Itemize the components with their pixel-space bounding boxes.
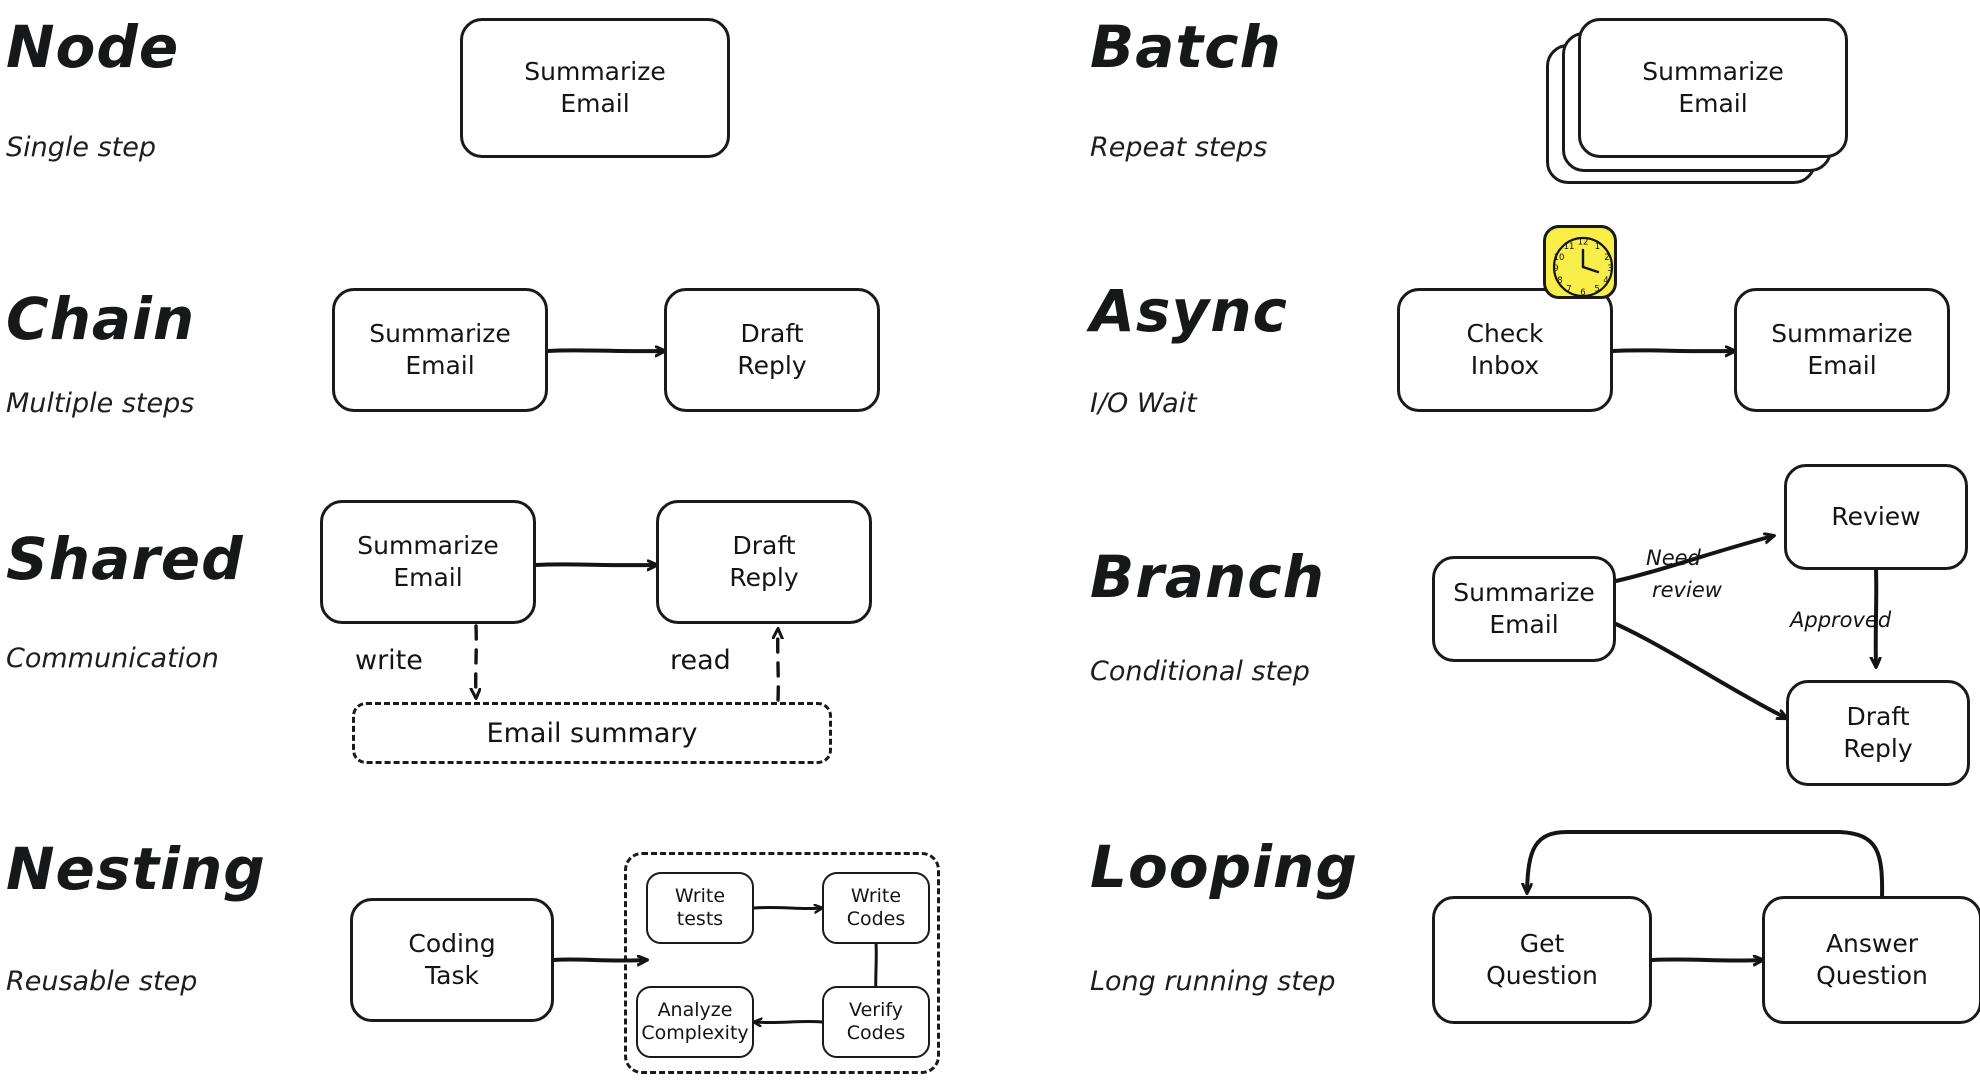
- clock-icon: 12 1 2 3 4 5 6 7 8 9 10 11: [1543, 225, 1617, 299]
- node-line: tests: [676, 908, 724, 930]
- edge-label-read: read: [670, 645, 731, 676]
- node-line: Summarize: [357, 531, 499, 560]
- node-line: Task: [425, 961, 479, 990]
- node-write-codes[interactable]: Write Codes: [822, 872, 930, 944]
- node-get-question[interactable]: Get Question: [1432, 896, 1652, 1024]
- svg-text:7: 7: [1566, 285, 1571, 295]
- svg-text:4: 4: [1603, 276, 1608, 286]
- section-subtitle-node: Single step: [6, 132, 156, 163]
- node-line: Reply: [729, 563, 799, 592]
- node-draft-reply-chain[interactable]: Draft Reply: [664, 288, 880, 412]
- node-line: Summarize: [524, 57, 666, 86]
- node-coding-task[interactable]: Coding Task: [350, 898, 554, 1022]
- svg-text:10: 10: [1554, 253, 1565, 263]
- node-summarize-email-async[interactable]: Summarize Email: [1734, 288, 1950, 412]
- node-line: Write: [674, 884, 726, 907]
- section-subtitle-async: I/O Wait: [1090, 388, 1197, 419]
- section-subtitle-chain: Multiple steps: [6, 388, 195, 419]
- node-write-tests[interactable]: Write tests: [646, 872, 754, 944]
- node-draft-reply-branch[interactable]: Draft Reply: [1786, 680, 1970, 786]
- node-line: Review: [1831, 502, 1921, 531]
- edge-label-write: write: [355, 645, 423, 676]
- node-line: Codes: [846, 908, 906, 930]
- node-summarize-email[interactable]: Summarize Email: [460, 18, 730, 158]
- node-verify-codes[interactable]: Verify Codes: [822, 986, 930, 1058]
- node-review[interactable]: Review: [1784, 464, 1968, 570]
- node-line: Email: [1489, 610, 1559, 639]
- nesting-subflow-container: [624, 852, 940, 1074]
- section-subtitle-batch: Repeat steps: [1090, 132, 1268, 163]
- node-line: Summarize: [369, 319, 511, 348]
- node-line: Draft: [1846, 702, 1910, 731]
- node-line: Email: [1807, 351, 1877, 380]
- node-line: Draft: [740, 319, 804, 348]
- node-summarize-email-chain[interactable]: Summarize Email: [332, 288, 548, 412]
- section-subtitle-branch: Conditional step: [1090, 656, 1310, 687]
- node-line: Reply: [737, 351, 807, 380]
- node-line: Complexity: [641, 1022, 749, 1044]
- section-subtitle-shared: Communication: [6, 643, 219, 674]
- node-analyze-complexity[interactable]: Analyze Complexity: [636, 986, 754, 1058]
- node-line: Email: [1678, 89, 1748, 118]
- edge-label-need: Need: [1646, 546, 1701, 570]
- shared-store-email-summary[interactable]: Email summary: [352, 702, 832, 764]
- svg-text:3: 3: [1607, 264, 1612, 274]
- node-check-inbox[interactable]: Check Inbox: [1397, 288, 1613, 412]
- section-title-chain: Chain: [6, 285, 196, 353]
- node-line: Email: [393, 563, 463, 592]
- node-line: Summarize: [1771, 319, 1913, 348]
- node-line: Verify: [849, 998, 903, 1021]
- node-summarize-email-batch[interactable]: Summarize Email: [1578, 18, 1848, 158]
- node-line: Draft: [732, 531, 796, 560]
- node-summarize-email-shared[interactable]: Summarize Email: [320, 500, 536, 624]
- section-title-batch: Batch: [1090, 13, 1282, 81]
- node-line: Coding: [408, 929, 496, 958]
- section-subtitle-nesting: Reusable step: [6, 966, 198, 997]
- section-title-looping: Looping: [1090, 833, 1358, 901]
- node-answer-question[interactable]: Answer Question: [1762, 896, 1980, 1024]
- section-subtitle-looping: Long running step: [1090, 966, 1336, 997]
- node-line: Reply: [1843, 734, 1913, 763]
- node-line: Answer: [1825, 929, 1919, 958]
- node-line: Email: [560, 89, 630, 118]
- section-title-node: Node: [6, 13, 180, 81]
- node-line: Codes: [846, 1022, 906, 1044]
- node-line: Inbox: [1470, 351, 1540, 380]
- section-title-branch: Branch: [1090, 543, 1325, 611]
- svg-text:1: 1: [1595, 242, 1600, 252]
- edge-label-review: review: [1652, 578, 1722, 602]
- node-line: Question: [1816, 961, 1928, 990]
- node-line: Summarize: [1453, 578, 1595, 607]
- svg-text:6: 6: [1580, 288, 1585, 298]
- section-title-nesting: Nesting: [6, 835, 266, 903]
- section-title-shared: Shared: [6, 525, 244, 593]
- svg-text:9: 9: [1553, 264, 1558, 274]
- svg-text:8: 8: [1557, 276, 1562, 286]
- node-line: Check: [1466, 319, 1544, 348]
- node-summarize-email-branch[interactable]: Summarize Email: [1432, 556, 1616, 662]
- shared-store-label: Email summary: [486, 717, 698, 749]
- edge-label-approved: Approved: [1790, 608, 1892, 632]
- svg-text:11: 11: [1564, 242, 1575, 252]
- node-line: Email: [405, 351, 475, 380]
- svg-text:12: 12: [1578, 238, 1589, 248]
- node-draft-reply-shared[interactable]: Draft Reply: [656, 500, 872, 624]
- node-line: Analyze: [657, 998, 733, 1021]
- svg-text:5: 5: [1594, 285, 1599, 295]
- section-title-async: Async: [1090, 277, 1288, 345]
- node-line: Write: [850, 884, 902, 907]
- node-line: Question: [1486, 961, 1598, 990]
- svg-text:2: 2: [1604, 253, 1609, 263]
- node-line: Summarize: [1642, 57, 1784, 86]
- node-line: Get: [1519, 929, 1565, 958]
